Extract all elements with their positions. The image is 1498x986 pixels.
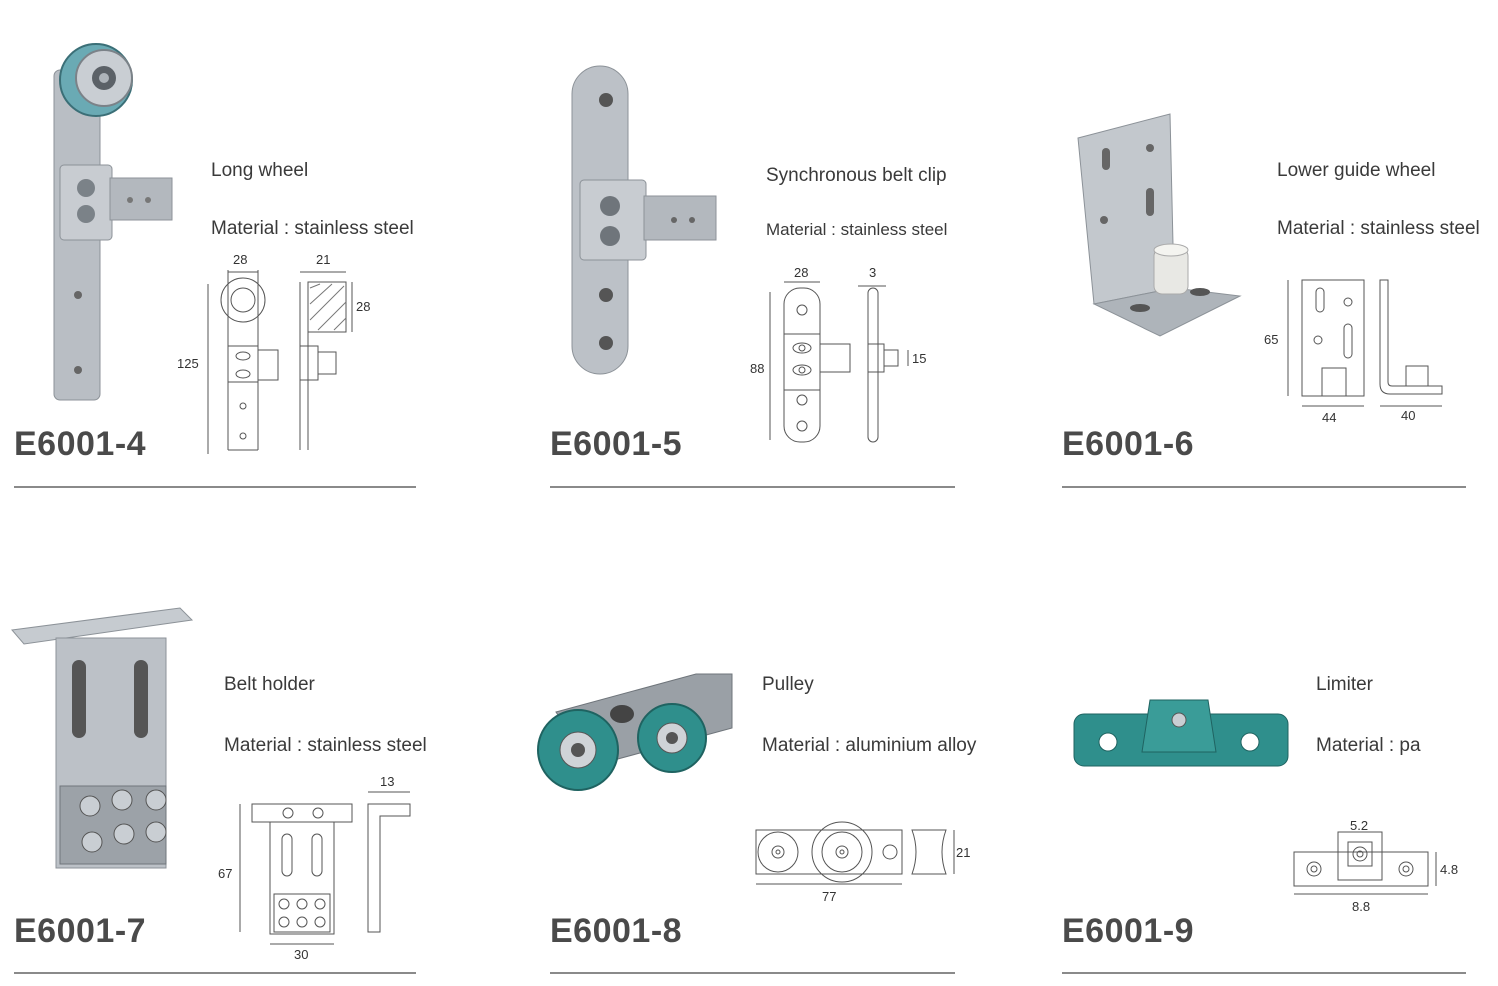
limiter-drawing: 5.2 4.8 8.8: [1293, 818, 1458, 914]
divider: [14, 486, 416, 488]
product-card-e6001-6: Lower guide wheel Material : stainless s…: [1048, 0, 1498, 488]
lower-guide-wheel-photo: [1077, 113, 1242, 337]
dim-depth: 40: [1401, 408, 1415, 423]
product-material: Material : stainless steel: [766, 220, 948, 239]
long-wheel-drawing: 28 21 28 125: [177, 252, 370, 454]
product-card-e6001-7: Belt holder Material : stainless steel 1…: [0, 500, 460, 974]
product-code: E6001-9: [1062, 912, 1195, 950]
dim-offset: 15: [912, 351, 926, 366]
dim-length: 8.8: [1352, 899, 1370, 914]
product-name: Lower guide wheel: [1277, 160, 1436, 181]
dim-width: 28: [233, 252, 247, 267]
dim-wheel: 28: [356, 299, 370, 314]
pulley-photo: [537, 673, 733, 791]
belt-holder-drawing: 13 67 30: [218, 774, 411, 962]
dim-height: 88: [750, 361, 764, 376]
dim-width: 28: [794, 265, 808, 280]
dim-height: 125: [177, 356, 199, 371]
divider: [550, 972, 955, 974]
pulley-drawing: 21 77: [755, 821, 970, 904]
dim-height: 67: [218, 866, 232, 881]
dim-depth: 21: [316, 252, 330, 267]
product-name: Belt holder: [224, 674, 315, 695]
synchronous-belt-clip-photo: [571, 65, 717, 375]
dim-width: 44: [1322, 410, 1336, 425]
divider: [1062, 486, 1466, 488]
dim-width: 30: [294, 947, 308, 962]
belt-holder-photo: [11, 607, 194, 869]
product-code: E6001-4: [14, 425, 147, 463]
long-wheel-photo: [53, 43, 173, 401]
product-card-e6001-4: Long wheel Material : stainless steel 28…: [0, 0, 460, 488]
product-material: Material : aluminium alloy: [762, 735, 977, 756]
dim-height: 4.8: [1440, 862, 1458, 877]
limiter-photo: [1073, 699, 1289, 767]
product-code: E6001-7: [14, 912, 147, 950]
dim-height: 65: [1264, 332, 1278, 347]
product-code: E6001-6: [1062, 425, 1195, 463]
divider: [1062, 972, 1466, 974]
synchronous-belt-clip-drawing: 28 3 15 88: [750, 265, 926, 443]
product-card-e6001-9: Limiter Material : pa 5.2 4.8 8.8 E6001-…: [1048, 500, 1498, 974]
dim-length: 77: [822, 889, 836, 904]
divider: [14, 972, 416, 974]
product-card-e6001-5: Synchronous belt clip Material : stainle…: [536, 0, 996, 488]
product-code: E6001-5: [550, 425, 683, 463]
dim-height: 21: [956, 845, 970, 860]
product-material: Material : stainless steel: [224, 735, 427, 756]
product-code: E6001-8: [550, 912, 683, 950]
dim-top-width: 5.2: [1350, 818, 1368, 833]
product-name: Pulley: [762, 674, 814, 695]
product-material: Material : pa: [1316, 735, 1421, 756]
lower-guide-wheel-drawing: 65 44 40: [1264, 279, 1443, 425]
product-name: Long wheel: [211, 160, 309, 181]
divider: [550, 486, 955, 488]
product-name: Synchronous belt clip: [766, 165, 947, 186]
product-material: Material : stainless steel: [1277, 218, 1480, 239]
product-name: Limiter: [1316, 674, 1374, 695]
product-card-e6001-8: Pulley Material : aluminium alloy 21 77 …: [536, 500, 996, 974]
dim-thickness: 3: [869, 265, 876, 280]
product-material: Material : stainless steel: [211, 218, 414, 239]
dim-depth: 13: [380, 774, 394, 789]
